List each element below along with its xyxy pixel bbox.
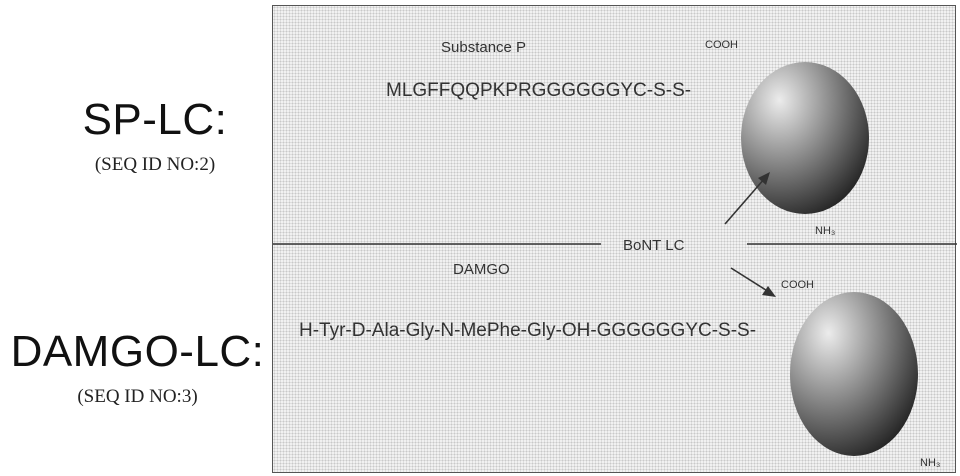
bottom-cooh-label: COOH [781, 279, 814, 291]
damgo-lc-seq-id: (SEQ ID NO:3) [77, 386, 198, 407]
top-nh-label: NH₃ [815, 225, 835, 237]
damgo-sequence: H-Tyr-D-Ala-Gly-N-MePhe-Gly-OH-GGGGGGYC-… [299, 320, 756, 341]
top-bont-lc-sphere [741, 62, 869, 214]
arrow-down-to-bottom-sphere [730, 267, 770, 293]
bottom-bont-lc-sphere [790, 292, 918, 456]
diagram-svg: BoNT LC Substance P COOH MLGFFQQPKPRGGGG… [273, 39, 957, 469]
sp-lc-label-group: SP-LC: (SEQ ID NO:2) [60, 98, 250, 176]
substance-p-sequence: MLGFFQQPKPRGGGGGGYC-S-S- [386, 80, 691, 101]
bont-lc-label: BoNT LC [623, 237, 685, 254]
arrow-up-to-top-sphere [724, 177, 766, 225]
arrow-down-head [762, 286, 776, 297]
arrow-up-head [758, 172, 770, 185]
diagram-panel: BoNT LC Substance P COOH MLGFFQQPKPRGGGG… [272, 5, 957, 473]
sp-lc-title: SP-LC: [82, 95, 228, 144]
sp-lc-seq-id: (SEQ ID NO:2) [94, 154, 216, 175]
damgo-lc-title: DAMGO-LC: [10, 327, 265, 376]
bottom-nh-label: NH₃ [920, 457, 940, 469]
damgo-label: DAMGO [453, 261, 510, 278]
substance-p-label: Substance P [441, 39, 526, 56]
top-cooh-label: COOH [705, 39, 738, 51]
damgo-lc-label-group: DAMGO-LC: (SEQ ID NO:3) [0, 330, 275, 408]
